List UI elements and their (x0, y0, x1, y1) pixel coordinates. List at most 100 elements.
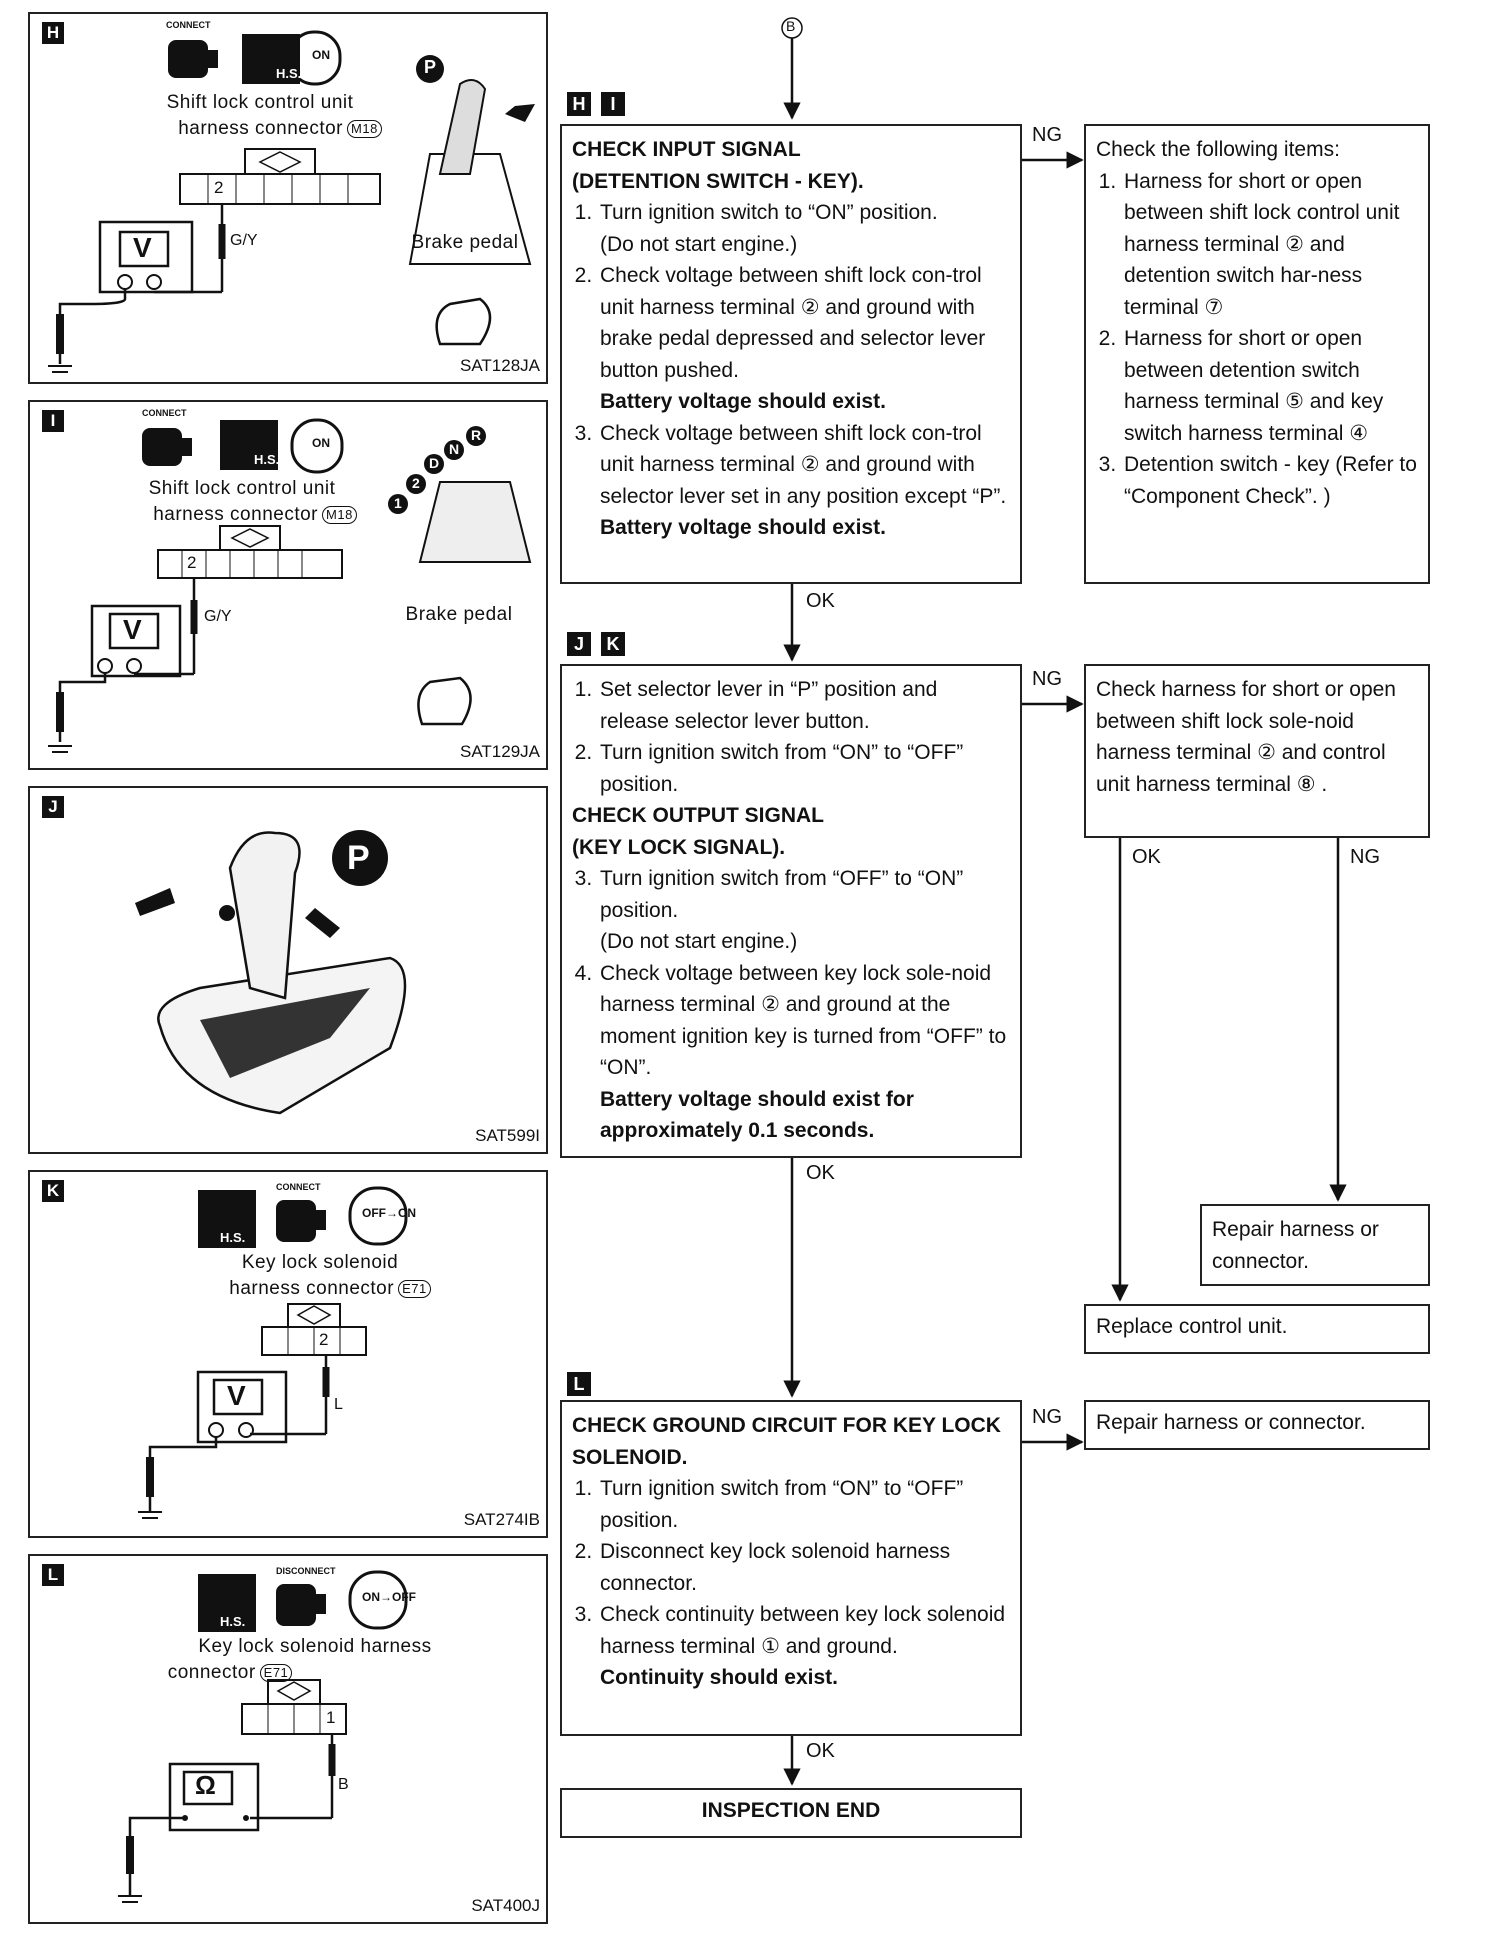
ok-label: OK (1132, 846, 1161, 868)
connector-label-text: harness connector (178, 118, 344, 139)
gear-2: 2 (412, 475, 420, 491)
icon-connect-label: CONNECT (142, 408, 187, 418)
panel-badge: L (42, 1564, 64, 1586)
step-item: Turn ignition switch from “OFF” to “ON” … (598, 863, 1010, 958)
panel-h: H CONNECT H.S. (28, 12, 548, 384)
connector-label-line1: Shift lock control unit (166, 92, 354, 113)
tag-k: K (601, 632, 625, 656)
figure-code: SAT129JA (459, 742, 540, 761)
box-text: INSPECTION END (701, 1799, 881, 1822)
wire-color: L (334, 1396, 343, 1413)
wire-color: G/Y (230, 232, 258, 249)
meter-symbol: Ω (195, 1770, 216, 1800)
icon-on-label: ON (312, 48, 330, 62)
box-text: Repair harness or connector. (1096, 1411, 1366, 1434)
step-text: Turn ignition switch to “ON” position. (600, 201, 938, 224)
repair-harness-box: Repair harness or connector. (1200, 1204, 1430, 1286)
shifter-position: P (424, 57, 437, 77)
ok-label: OK (806, 590, 835, 612)
box-title: Check the following items: (1096, 138, 1340, 161)
step-note: (Do not start engine.) (600, 930, 798, 953)
step-text: Check voltage between shift lock con-tro… (600, 421, 1007, 508)
ng-label: NG (1032, 1406, 1062, 1428)
figure-code: SAT400J (471, 1896, 540, 1915)
connector-id: M18 (322, 505, 357, 524)
panel-badge: I (42, 410, 64, 432)
meter-symbol: V (227, 1380, 246, 1411)
panel-badge: H (42, 22, 64, 44)
panel-l: L H.S. DISCONNECT ON→OFF Key lock soleno… (28, 1554, 548, 1924)
gear-d: D (429, 455, 440, 471)
figure-code: SAT599I (475, 1126, 540, 1145)
box-title: CHECK OUTPUT SIGNAL (572, 804, 824, 827)
icon-hs-label: H.S. (254, 452, 280, 467)
brake-pedal-label: Brake pedal (405, 604, 513, 625)
check-item: Harness for short or open between shift … (1122, 166, 1418, 324)
step-note: (Do not start engine.) (600, 232, 798, 256)
pin-number: 2 (214, 178, 224, 197)
check-input-signal-box: CHECK INPUT SIGNAL (DETENTION SWITCH - K… (560, 124, 1022, 584)
start-marker: B (786, 18, 796, 34)
ng-label: NG (1032, 668, 1062, 690)
step-item: Turn ignition switch from “ON” to “OFF” … (598, 1473, 1010, 1536)
step-text: Check voltage between shift lock con-tro… (600, 264, 986, 382)
step-item: Turn ignition switch from “ON” to “OFF” … (598, 737, 1010, 800)
wire-color: G/Y (204, 608, 232, 625)
step-item: Check continuity between key lock soleno… (598, 1599, 1010, 1694)
box-text: Replace control unit. (1096, 1315, 1288, 1338)
connector-label-line1: Key lock solenoid (241, 1252, 399, 1273)
gear-r: R (471, 427, 482, 443)
figure-code: SAT274IB (463, 1510, 540, 1529)
panel-j-drawing (135, 830, 407, 1115)
step-tag-l: L (567, 1372, 591, 1396)
icon-on-label: ON (312, 436, 330, 450)
check-ground-circuit-box: CHECK GROUND CIRCUIT FOR KEY LOCK SOLENO… (560, 1400, 1022, 1736)
icon-hs-label: H.S. (276, 66, 302, 81)
step-expected: Battery voltage should exist. (600, 390, 886, 413)
box-title: CHECK INPUT SIGNAL (572, 138, 801, 161)
box-title: CHECK GROUND CIRCUIT FOR KEY LOCK SOLENO… (572, 1414, 1001, 1469)
meter-symbol: V (123, 614, 142, 645)
check-item: Detention switch - key (Refer to “Compon… (1122, 449, 1418, 512)
pin-number: 2 (187, 553, 197, 572)
connector-label-text: harness connector (153, 504, 319, 525)
gear-1: 1 (394, 495, 402, 511)
icon-hs-label: H.S. (220, 1230, 246, 1245)
meter-symbol: V (133, 232, 152, 263)
icon-on-label: ON→OFF (362, 1590, 416, 1604)
check-item: Harness for short or open between detent… (1122, 323, 1418, 449)
ok-label: OK (806, 1162, 835, 1184)
step-expected: Battery voltage should exist. (600, 516, 886, 539)
panel-badge: K (42, 1180, 64, 1202)
panel-badge: J (42, 796, 64, 818)
panel-i-drawing (48, 418, 532, 753)
step-item: Disconnect key lock solenoid harness con… (598, 1536, 1010, 1599)
shifter-position: P (347, 839, 370, 877)
replace-control-unit-box: Replace control unit. (1084, 1304, 1430, 1354)
panel-k-drawing (138, 1186, 408, 1519)
connector-label-text: harness connector (229, 1278, 395, 1299)
check-harness-box: Check harness for short or open between … (1084, 664, 1430, 838)
panel-l-drawing (118, 1570, 408, 1903)
connector-id: E71 (398, 1279, 431, 1298)
step-item: Set selector lever in “P” position and r… (598, 674, 1010, 737)
gear-n: N (449, 441, 460, 457)
connector-label-text: connector (167, 1662, 256, 1683)
step-item: Check voltage between key lock sole-noid… (598, 958, 1010, 1147)
ng-label: NG (1350, 846, 1380, 868)
panel-i: I CONNECT H.S. ON Shift lock co (28, 400, 548, 770)
panel-h-drawing (48, 30, 535, 373)
brake-pedal-label: Brake pedal (411, 232, 519, 253)
connector-label-line1: Key lock solenoid harness (198, 1636, 432, 1657)
step-tag-jk: J K (567, 632, 625, 656)
box-text: Check harness for short or open between … (1096, 678, 1396, 796)
icon-hs-label: H.S. (220, 1614, 246, 1629)
step-item: Check voltage between shift lock con-tro… (598, 418, 1010, 544)
tag-j: J (567, 632, 591, 656)
step-expected: Continuity should exist. (600, 1666, 839, 1689)
ok-label: OK (806, 1740, 835, 1762)
tag-l: L (567, 1372, 591, 1396)
connector-label-line1: Shift lock control unit (148, 478, 336, 499)
